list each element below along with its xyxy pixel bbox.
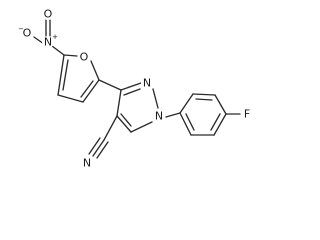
bond-c3-n2-pyrazole-inner	[123, 88, 141, 96]
bond-c3-n2-pyrazole	[120, 82, 142, 91]
bond-c4-cn	[103, 115, 118, 141]
bond-c4-c3-pyrazole	[116, 89, 122, 117]
bond-furan-pyrazole	[98, 79, 122, 91]
atom-fluorine-symbol: F	[244, 108, 250, 121]
bond-c3-c4-furan	[57, 94, 84, 103]
bond-c4-c5-furan-inner	[62, 59, 69, 91]
molecule-structure: O − N + O O N N N F	[18, 7, 253, 170]
atom-nitro-o-double: O	[42, 8, 54, 21]
bond-c5-c4-pyrazole	[116, 115, 132, 133]
bond-ph-2-3-inner	[195, 98, 213, 101]
atom-pyrazole-n1-symbol: N	[155, 110, 163, 123]
atom-nitrile-n: N	[81, 157, 93, 170]
bond-cn-triple-2	[88, 137, 101, 155]
bond-cn-triple-3	[96, 141, 109, 159]
atom-pyrazole-n2-symbol: N	[143, 77, 151, 90]
atom-pyrazole-n1: N	[153, 110, 165, 123]
atom-furan-o: O	[78, 51, 90, 64]
bond-ph-6-1-inner	[185, 113, 195, 131]
bond-c5-o-furan	[63, 54, 78, 57]
bond-n2-n1-pyrazole	[152, 88, 159, 109]
bond-ph-2-3	[192, 93, 216, 96]
atom-nitrile-n-symbol: N	[83, 157, 91, 170]
atom-nitro-o-minus-charge: −	[18, 25, 24, 33]
atom-furan-o-symbol: O	[80, 51, 89, 64]
atom-nitro-o-double-symbol: O	[44, 8, 53, 21]
atom-nitro-o-minus: O −	[18, 25, 33, 40]
bond-n1-phenyl	[165, 112, 181, 118]
atom-nitro-n: N +	[42, 33, 58, 49]
atom-nitro-n-symbol: N	[44, 36, 52, 49]
atom-nitro-n-charge: +	[52, 33, 58, 41]
atom-fluorine: F	[241, 108, 253, 121]
atom-labels: O − N + O O N N N F	[18, 8, 253, 170]
bond-ph-6-1	[179, 112, 192, 136]
bond-ph-4-5-inner	[210, 113, 221, 131]
bond-o-c2-furan	[90, 60, 100, 81]
bond-c5-c4-pyrazole-inner	[120, 113, 132, 127]
bond-ph-1-2	[179, 93, 194, 114]
bonds	[33, 19, 241, 159]
bond-c2-c3-furan	[82, 79, 100, 103]
atom-nitro-o-minus-symbol: O	[23, 27, 32, 40]
bond-c2-c3-furan-inner	[80, 80, 94, 98]
atom-pyrazole-n2: N	[141, 77, 153, 90]
bond-c4-c5-furan	[57, 54, 65, 96]
bond-ph-3-4	[214, 94, 227, 115]
bond-n-c5furan	[51, 45, 65, 56]
bond-cn-triple-1	[92, 139, 105, 157]
bond-ph-4-5	[213, 113, 227, 136]
bond-n1-c5-pyrazole	[130, 121, 153, 133]
